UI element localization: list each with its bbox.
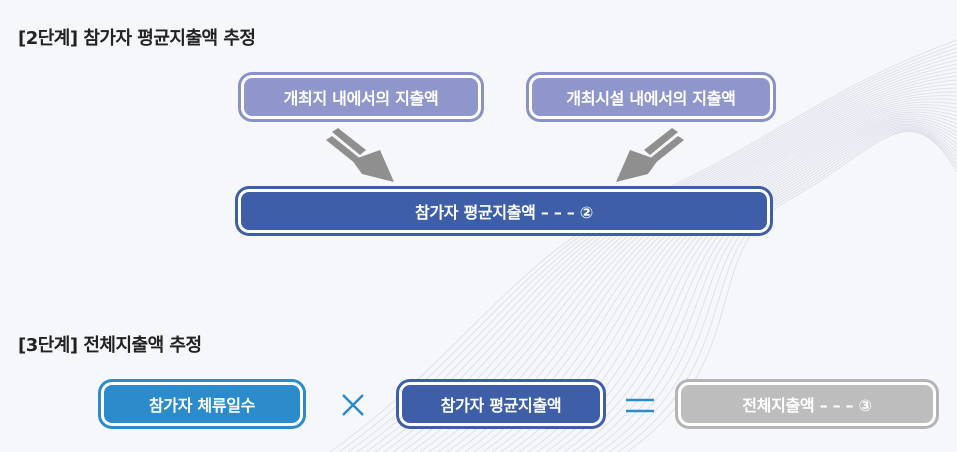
total-spending-box: 전체지출액 – – – ③	[678, 382, 936, 426]
venue-spending-box: 개최지 내에서의 지출액	[241, 75, 481, 119]
facility-spending-box: 개최시설 내에서의 지출액	[529, 75, 773, 119]
arrow-down-right-icon	[326, 128, 394, 182]
multiply-icon	[342, 394, 364, 416]
average-spending-box: 참가자 평균지출액	[399, 382, 603, 426]
step2-heading: [2단계] 참가자 평균지출액 추정	[18, 28, 256, 49]
average-spending-result-box: 참가자 평균지출액 – – – ②	[238, 189, 770, 233]
arrow-down-left-icon	[616, 128, 684, 182]
stay-days-box: 참가자 체류일수	[101, 382, 303, 426]
step3-heading: [3단계] 전체지출액 추정	[18, 335, 202, 356]
equals-icon	[626, 398, 654, 413]
